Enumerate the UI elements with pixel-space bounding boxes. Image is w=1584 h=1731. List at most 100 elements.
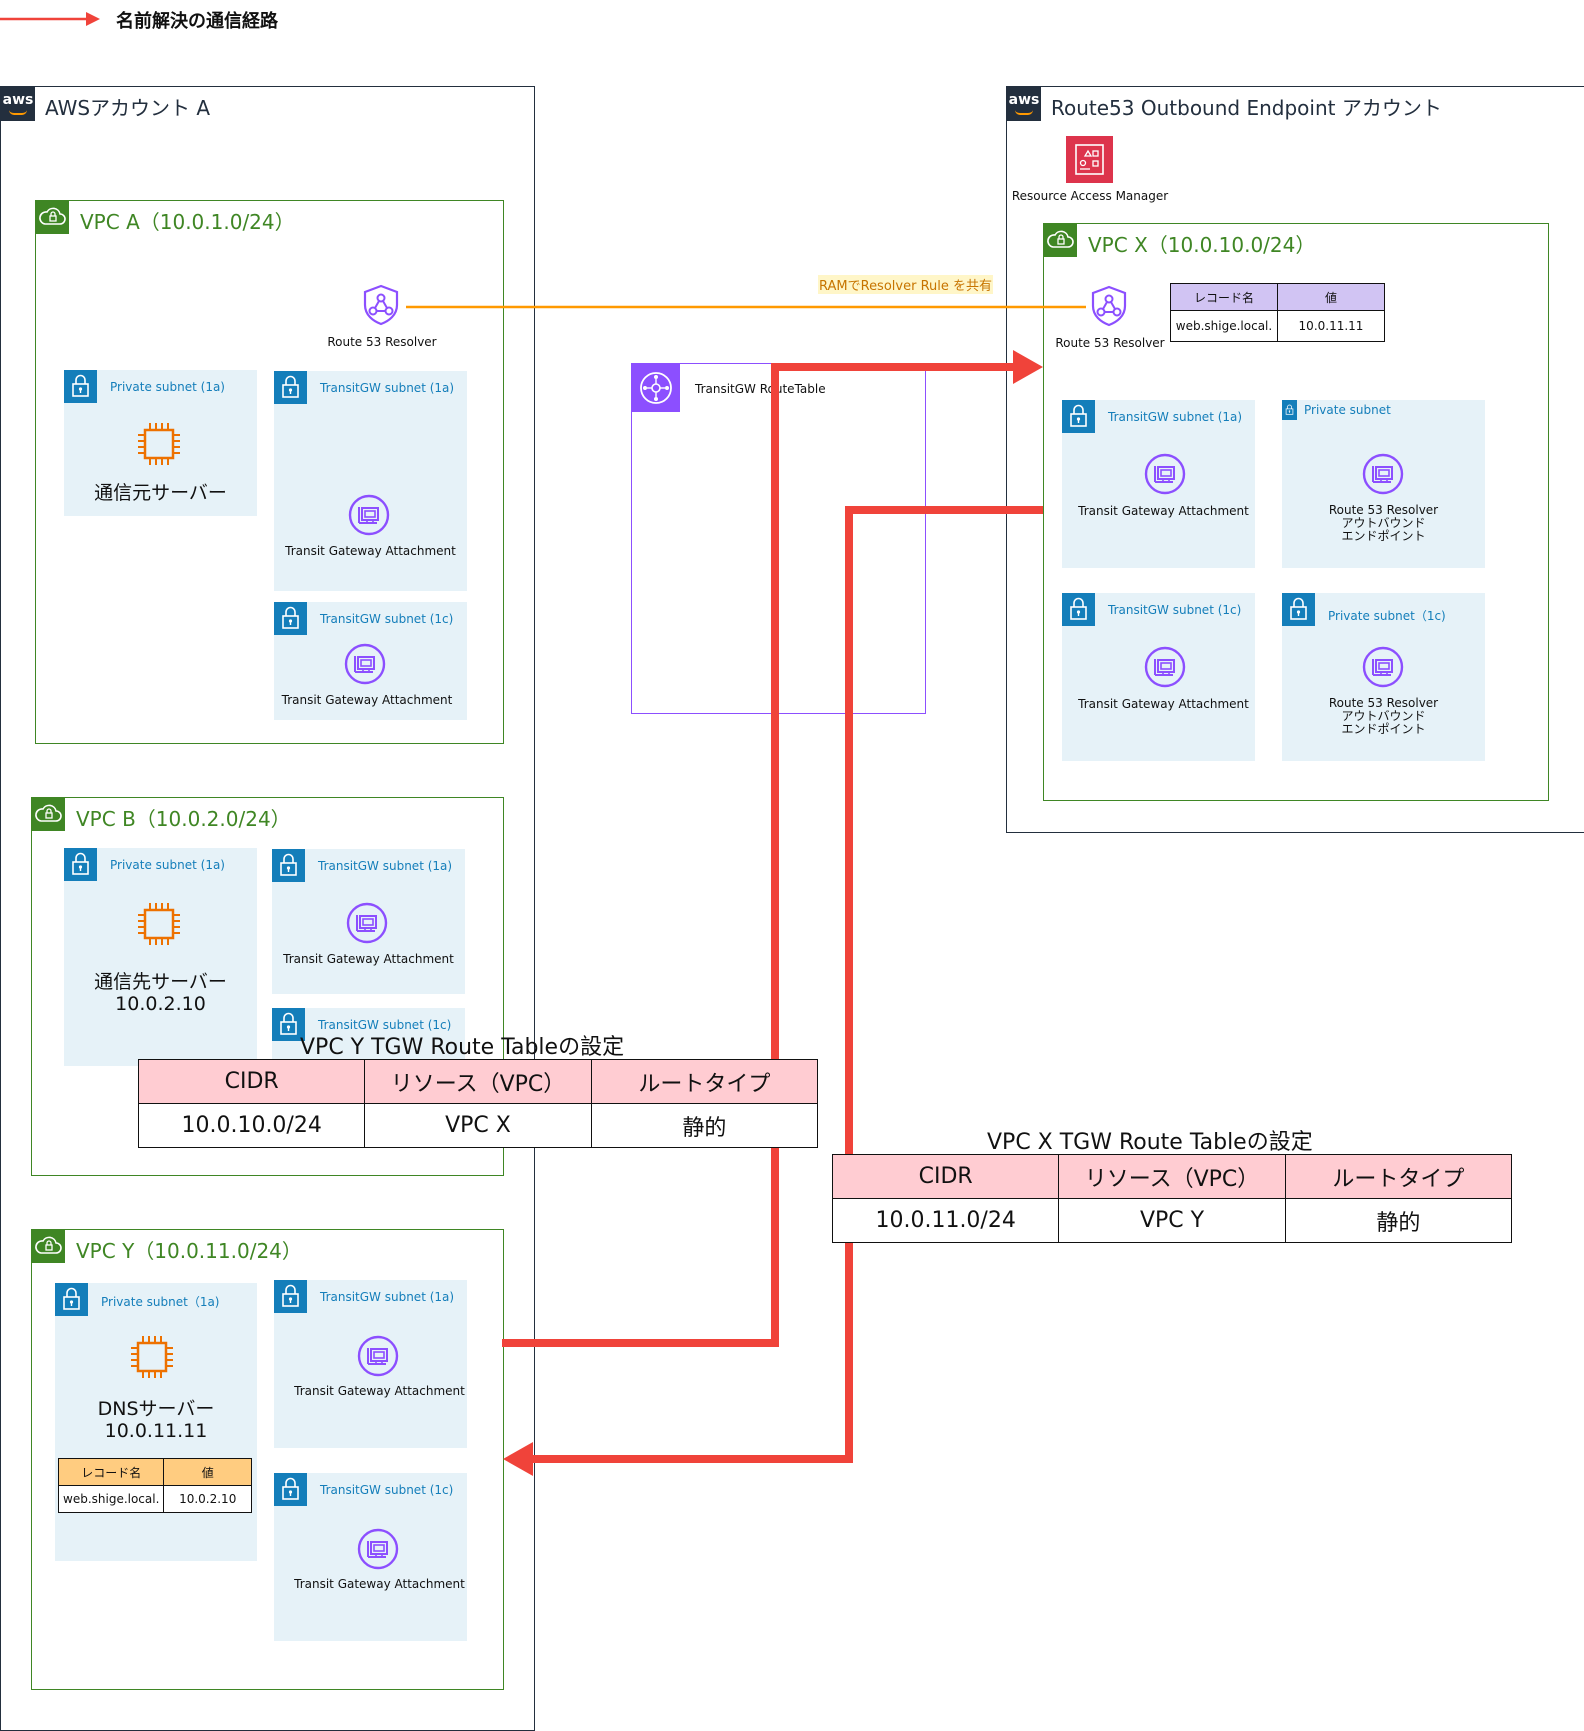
record-header-name: レコード名	[57, 1458, 165, 1486]
subnet-lock-icon	[274, 602, 307, 635]
vpc-x-title: VPC X（10.0.10.0/24）	[1088, 233, 1316, 257]
header-route-type: ルートタイプ	[1284, 1154, 1513, 1199]
tgw-attachment-icon	[356, 1527, 400, 1571]
tgw-attachment-label: Transit Gateway Attachment	[283, 952, 454, 966]
vpc-x-resolver-label: Route 53 Resolver	[1055, 336, 1165, 350]
cell-route-type: 静的	[590, 1103, 819, 1148]
vpc-b-tgw-subnet-1c: TransitGW subnet (1c)	[272, 1008, 465, 1068]
subnet-lock-icon	[1062, 400, 1095, 433]
vpc-x-private-subnet-1c: Private subnet（1c) Route 53 Resolver アウト…	[1282, 593, 1485, 761]
record-value: 10.0.2.10	[163, 1485, 252, 1513]
record-name: web.shige.local.	[57, 1485, 165, 1513]
subnet-title: Private subnet (1a)	[110, 858, 225, 872]
route53-resolver-icon	[1087, 284, 1131, 328]
legend-label: 名前解決の通信経路	[116, 11, 278, 32]
cell-cidr: 10.0.10.0/24	[137, 1103, 366, 1148]
endpoint-line3: エンドポイント	[1341, 722, 1426, 736]
account-x-title: Route53 Outbound Endpoint アカウント	[1051, 96, 1442, 120]
vpc-y-route-table-title: VPC Y TGW Route Tableの設定	[300, 1035, 625, 1060]
vpc-y-dns-record-table: レコード名 値 web.shige.local. 10.0.2.10	[57, 1458, 252, 1513]
route53-resolver-icon	[359, 283, 403, 327]
subnet-title: TransitGW subnet (1c)	[1108, 603, 1242, 617]
subnet-title: Private subnet (1a)	[110, 380, 225, 394]
tgw-attachment-icon	[356, 1334, 400, 1378]
tgw-attachment-label: Transit Gateway Attachment	[294, 1577, 465, 1591]
cell-resource: VPC Y	[1058, 1198, 1286, 1243]
subnet-title: TransitGW subnet (1a)	[318, 859, 453, 873]
vpc-y-tgw-subnet-1a: TransitGW subnet (1a) Transit Gateway At…	[274, 1280, 467, 1448]
dns-server-ip: 10.0.11.11	[104, 1420, 208, 1442]
vpc-b-private-subnet: Private subnet (1a) 通信先サーバー 10.0.2.10	[64, 848, 257, 1066]
header-resource: リソース（VPC）	[1058, 1154, 1286, 1199]
endpoint-line1: Route 53 Resolver	[1328, 696, 1439, 710]
header-resource: リソース（VPC）	[364, 1059, 592, 1104]
tgw-attachment-label: Transit Gateway Attachment	[285, 544, 456, 558]
vpc-y-container: VPC Y（10.0.11.0/24）	[31, 1229, 504, 1690]
vpc-a-resolver-label: Route 53 Resolver	[327, 335, 437, 349]
endpoint-line3: エンドポイント	[1341, 529, 1426, 543]
account-a-title: AWSアカウント A	[45, 96, 211, 120]
aws-logo-icon: aws	[1, 87, 35, 121]
dest-server-name: 通信先サーバー	[94, 971, 227, 993]
vpc-x-record-table: レコード名 値 web.shige.local. 10.0.11.11	[1170, 283, 1385, 342]
vpc-y-tgw-subnet-1c: TransitGW subnet (1c) Transit Gateway At…	[274, 1473, 467, 1641]
subnet-lock-icon	[64, 848, 97, 881]
subnet-title: TransitGW subnet (1c)	[320, 612, 454, 626]
cell-route-type: 静的	[1284, 1198, 1513, 1243]
subnet-lock-icon	[274, 371, 307, 404]
tgw-attachment-label: Transit Gateway Attachment	[1078, 697, 1249, 711]
subnet-title: Private subnet（1a)	[101, 1295, 220, 1309]
vpc-a-title: VPC A（10.0.1.0/24）	[80, 210, 295, 234]
tgw-attachment-icon	[345, 901, 389, 945]
cell-resource: VPC X	[364, 1103, 592, 1148]
vpc-x-container: VPC X（10.0.10.0/24）	[1043, 223, 1549, 801]
vpc-cloud-icon	[1044, 224, 1077, 257]
subnet-title: Private subnet	[1304, 403, 1391, 417]
subnet-title: TransitGW subnet (1c)	[318, 1018, 452, 1032]
subnet-lock-icon	[274, 1473, 307, 1506]
legend-arrow-icon	[0, 12, 100, 26]
subnet-lock-icon	[272, 849, 305, 882]
subnet-title: TransitGW subnet (1c)	[320, 1483, 454, 1497]
tgw-attachment-icon	[343, 642, 387, 686]
source-server-label: 通信元サーバー	[94, 482, 227, 504]
resolver-endpoint-icon	[1361, 452, 1405, 496]
vpc-cloud-icon	[32, 798, 65, 831]
vpc-a-tgw-subnet-1c: TransitGW subnet (1c) Transit Gateway At…	[274, 602, 467, 720]
tgw-attachment-icon	[1143, 452, 1187, 496]
tgw-attachment-icon	[1143, 645, 1187, 689]
vpc-cloud-icon	[32, 1230, 65, 1263]
tgw-attachment-icon	[347, 493, 391, 537]
subnet-lock-icon	[274, 1280, 307, 1313]
endpoint-line2: アウトバウンド	[1341, 516, 1426, 530]
record-value: 10.0.11.11	[1277, 310, 1385, 342]
vpc-a-tgw-subnet-1a: TransitGW subnet (1a) Transit Gateway At…	[274, 371, 467, 591]
header-cidr: CIDR	[831, 1154, 1060, 1199]
dest-server-ip: 10.0.2.10	[115, 993, 206, 1015]
subnet-title: TransitGW subnet (1a)	[1108, 410, 1243, 424]
subnet-lock-icon	[1062, 593, 1095, 626]
header-route-type: ルートタイプ	[590, 1059, 819, 1104]
subnet-lock-icon	[272, 1008, 305, 1041]
vpc-y-private-subnet: Private subnet（1a) DNSサーバー 10.0.11.11	[55, 1283, 257, 1561]
vpc-cloud-icon	[36, 201, 69, 234]
vpc-b-tgw-subnet-1a: TransitGW subnet (1a) Transit Gateway At…	[272, 849, 465, 994]
vpc-x-tgw-subnet-1c: TransitGW subnet (1c) Transit Gateway At…	[1062, 593, 1255, 761]
subnet-lock-icon	[1282, 400, 1297, 420]
aws-logo-icon: aws	[1007, 87, 1041, 121]
vpc-y-title: VPC Y（10.0.11.0/24）	[76, 1239, 302, 1263]
resource-access-manager-icon	[1066, 136, 1113, 183]
tgw-attachment-label: Transit Gateway Attachment	[281, 693, 453, 707]
vpc-b-title: VPC B（10.0.2.0/24）	[76, 807, 291, 831]
vpc-x-route-table-title: VPC X TGW Route Tableの設定	[987, 1130, 1313, 1155]
tgw-attachment-label: Transit Gateway Attachment	[294, 1384, 465, 1398]
vpc-x-route-table: CIDR リソース（VPC） ルートタイプ 10.0.11.0/24 VPC Y…	[831, 1154, 1513, 1243]
header-cidr: CIDR	[137, 1059, 366, 1104]
subnet-lock-icon	[55, 1283, 88, 1316]
cell-cidr: 10.0.11.0/24	[831, 1198, 1060, 1243]
tgw-route-table-container: TransitGW RouteTable	[631, 363, 926, 714]
vpc-b-container: VPC B（10.0.2.0/24）	[31, 797, 504, 1176]
subnet-title: Private subnet（1c)	[1328, 609, 1446, 623]
subnet-title: TransitGW subnet (1a)	[320, 381, 455, 395]
record-name: web.shige.local.	[1170, 310, 1278, 342]
